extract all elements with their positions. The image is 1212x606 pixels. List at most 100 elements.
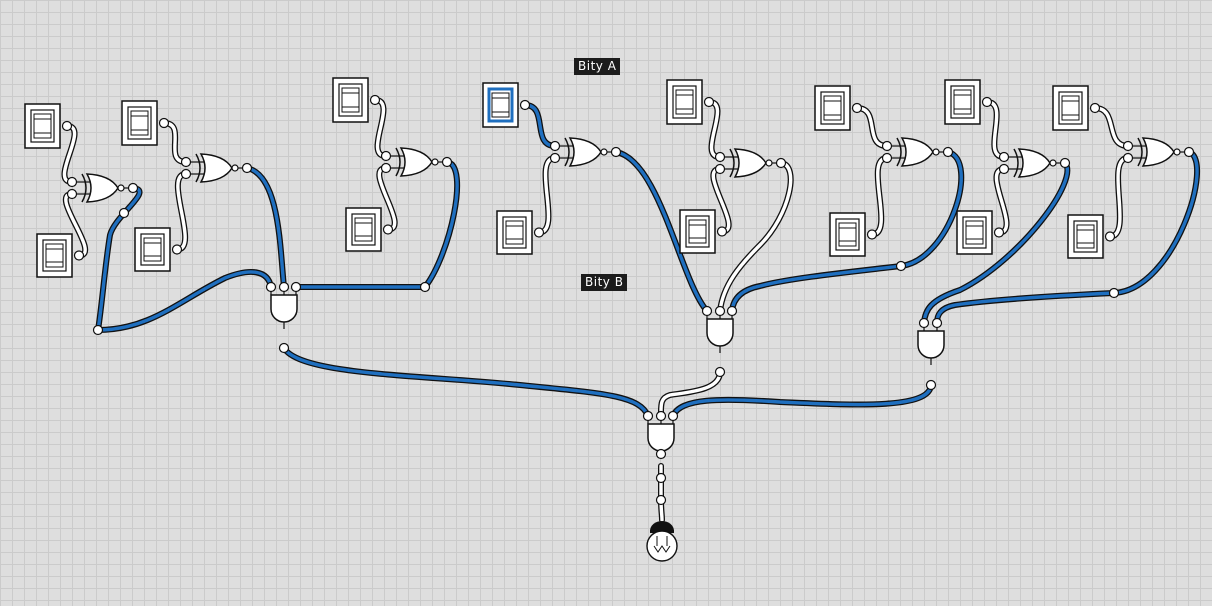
connector-pin[interactable] (714, 366, 726, 378)
toggle-switch[interactable] (121, 100, 158, 146)
toggle-switch[interactable] (829, 212, 866, 257)
connector-pin[interactable] (92, 324, 104, 336)
toggle-switch[interactable] (1052, 85, 1089, 131)
connector-pin[interactable] (895, 260, 907, 272)
connector-pin[interactable] (1104, 231, 1116, 242)
connector-pin[interactable] (942, 146, 954, 158)
toggle-switch[interactable] (1067, 214, 1104, 259)
wire-inactive[interactable] (61, 123, 78, 185)
wire-inactive[interactable] (984, 99, 1007, 160)
wire-active[interactable] (522, 102, 558, 149)
connector-pin[interactable] (701, 305, 713, 317)
connector-pin[interactable] (278, 342, 290, 354)
xnor-gate[interactable] (889, 137, 945, 167)
connector-pin[interactable] (265, 281, 277, 293)
connector-pin[interactable] (866, 229, 878, 240)
wire-inactive[interactable] (706, 99, 723, 160)
connector-pin[interactable] (1089, 102, 1101, 114)
xnor-gate[interactable] (188, 153, 244, 183)
wire-active[interactable] (670, 382, 934, 419)
toggle-switch[interactable] (482, 82, 519, 128)
xnor-gate[interactable] (388, 147, 444, 177)
connector-pin[interactable] (610, 146, 622, 158)
connector-pin[interactable] (118, 207, 130, 219)
connector-pin[interactable] (180, 156, 192, 168)
connector-pin[interactable] (931, 317, 943, 329)
connector-pin[interactable] (380, 150, 392, 162)
connector-pin[interactable] (66, 176, 78, 188)
wire-inactive[interactable] (1092, 105, 1131, 149)
connector-pin[interactable] (998, 163, 1010, 175)
wire-inactive[interactable] (161, 120, 189, 165)
wire-active[interactable] (244, 165, 287, 290)
connector-pin[interactable] (881, 152, 893, 164)
toggle-switch[interactable] (24, 103, 61, 149)
wire-active[interactable] (293, 159, 461, 290)
wire-inactive[interactable] (536, 155, 558, 236)
wire-inactive[interactable] (854, 105, 890, 149)
toggle-switch[interactable] (36, 233, 73, 278)
wire-inactive[interactable] (1107, 155, 1131, 240)
wire-inactive[interactable] (710, 166, 732, 235)
connector-pin[interactable] (655, 472, 667, 484)
wire-active[interactable] (613, 149, 710, 314)
and-gate[interactable] (706, 311, 734, 353)
xnor-gate[interactable] (1130, 137, 1186, 167)
wire-active[interactable] (281, 345, 651, 419)
xnor-gate[interactable] (74, 173, 130, 203)
connector-pin[interactable] (714, 151, 726, 163)
and-gate[interactable] (917, 323, 945, 365)
connector-pin[interactable] (241, 162, 253, 174)
wire-inactive[interactable] (174, 171, 189, 253)
connector-pin[interactable] (1183, 146, 1195, 158)
connector-pin[interactable] (290, 281, 302, 293)
connector-pin[interactable] (851, 102, 863, 114)
xnor-gate[interactable] (1006, 148, 1062, 178)
connector-pin[interactable] (655, 410, 667, 422)
wire-active[interactable] (934, 149, 1201, 326)
connector-pin[interactable] (278, 281, 290, 293)
connector-pin[interactable] (714, 163, 726, 175)
and-gate[interactable] (270, 287, 298, 329)
connector-pin[interactable] (441, 156, 453, 168)
wire-active[interactable] (729, 149, 965, 314)
connector-pin[interactable] (714, 305, 726, 317)
connector-pin[interactable] (533, 227, 545, 238)
connector-pin[interactable] (775, 157, 787, 169)
wire-active[interactable] (921, 160, 1071, 326)
toggle-switch[interactable] (332, 77, 369, 123)
wire-inactive[interactable] (657, 369, 723, 419)
connector-pin[interactable] (667, 410, 679, 422)
connector-pin[interactable] (993, 227, 1005, 238)
xnor-gate[interactable] (557, 137, 613, 167)
toggle-switch[interactable] (134, 227, 171, 272)
connector-pin[interactable] (382, 224, 394, 235)
connector-pin[interactable] (180, 168, 192, 180)
connector-pin[interactable] (703, 96, 715, 108)
connector-pin[interactable] (1122, 140, 1134, 152)
toggle-switch[interactable] (956, 210, 993, 255)
wire-inactive[interactable] (62, 191, 89, 259)
toggle-switch[interactable] (345, 207, 382, 252)
connector-pin[interactable] (127, 182, 139, 194)
connector-pin[interactable] (61, 120, 73, 132)
connector-pin[interactable] (1108, 287, 1120, 299)
connector-pin[interactable] (981, 96, 993, 108)
toggle-switch[interactable] (496, 210, 533, 255)
connector-pin[interactable] (158, 117, 170, 129)
wire-inactive[interactable] (993, 166, 1010, 236)
connector-pin[interactable] (726, 305, 738, 317)
connector-pin[interactable] (171, 244, 183, 255)
toggle-switch[interactable] (679, 209, 716, 254)
connector-pin[interactable] (380, 162, 392, 174)
wire-inactive[interactable] (717, 160, 794, 314)
wire-inactive[interactable] (376, 165, 398, 233)
connector-pin[interactable] (73, 250, 85, 261)
connector-pin[interactable] (716, 226, 728, 237)
connector-pin[interactable] (881, 140, 893, 152)
connector-pin[interactable] (642, 410, 654, 422)
connector-pin[interactable] (419, 281, 431, 293)
wire-inactive[interactable] (372, 97, 389, 159)
toggle-switch[interactable] (814, 85, 851, 131)
